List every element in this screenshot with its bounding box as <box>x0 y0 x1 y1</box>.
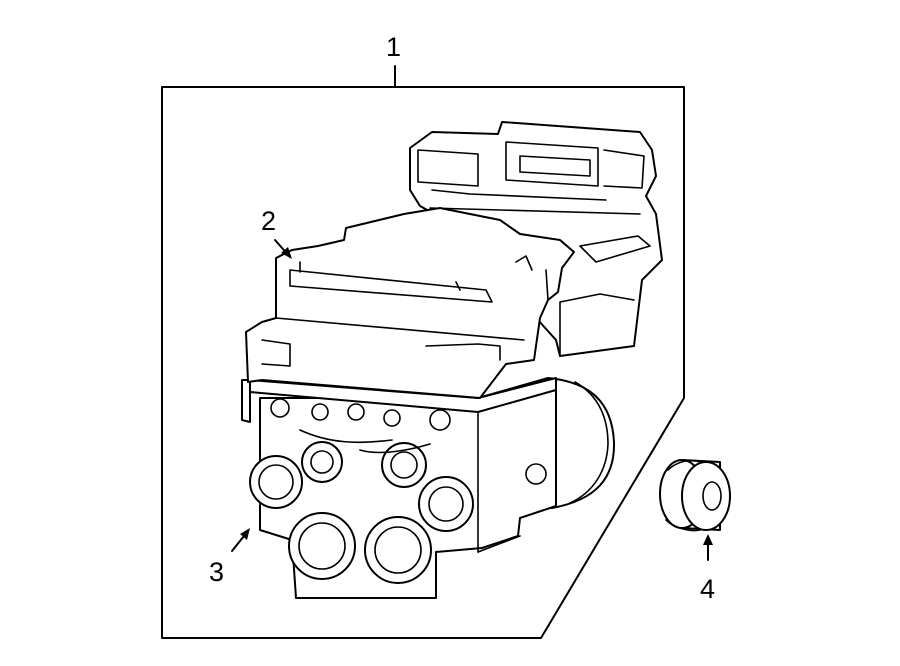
port-ring <box>418 476 474 532</box>
port-ring <box>301 441 343 483</box>
callout-2-label: 2 <box>261 206 276 236</box>
port-ring <box>288 512 356 580</box>
pump-motor <box>547 377 616 509</box>
grommet-part <box>659 459 731 532</box>
port-ring <box>364 516 432 584</box>
mount-hole <box>347 403 365 421</box>
abs-modulator-unit <box>241 121 663 599</box>
mount-hole <box>525 463 547 485</box>
callout-4-label: 4 <box>700 574 715 604</box>
callout-1-label: 1 <box>386 32 401 62</box>
electronic-control-module <box>245 121 663 399</box>
callout-4-arrowhead <box>703 534 713 545</box>
mount-hole <box>383 409 401 427</box>
callout-3-arrowhead <box>240 528 250 540</box>
mount-hole <box>270 398 290 418</box>
hydraulic-block <box>249 377 557 599</box>
mount-hole <box>311 403 329 421</box>
assembly-frame <box>161 86 685 639</box>
mount-hole <box>429 409 451 431</box>
callout-3-label: 3 <box>209 557 224 587</box>
callout-2-arrowhead <box>281 247 292 259</box>
port-ring <box>381 442 427 488</box>
port-ring <box>249 455 303 509</box>
